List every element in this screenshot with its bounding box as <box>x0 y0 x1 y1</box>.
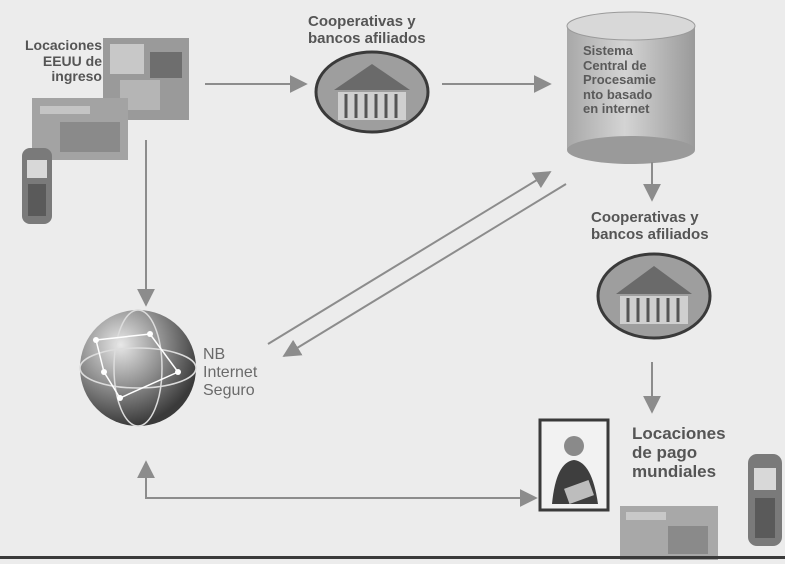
mobile-phone-icon <box>22 148 52 224</box>
mobile-phone-icon-right <box>748 454 782 546</box>
coop-top-label: Cooperativas y bancos afiliados <box>308 13 426 47</box>
coop-right-label: Cooperativas y bancos afiliados <box>591 209 709 243</box>
bank-building-icon <box>314 50 430 134</box>
flow-arrows <box>137 75 661 507</box>
arrow-network-to-central <box>267 171 552 345</box>
payout-locations-label: Locaciones de pago mundiales <box>632 424 726 482</box>
network-label: NB Internet Seguro <box>203 346 258 399</box>
bank-building-icon-right <box>596 252 712 340</box>
central-processing-cylinder <box>566 11 696 164</box>
bottom-divider <box>0 556 785 559</box>
arrow-network-payout-bidirectional <box>137 460 538 507</box>
arrow-central-to-network <box>282 183 567 357</box>
central-system-label: Sistema Central de Procesamie nto basado… <box>583 43 656 117</box>
globe-network-icon <box>79 309 197 427</box>
origin-locations-label: Locaciones EEUU de ingreso <box>24 37 102 85</box>
payout-agent-image <box>538 418 610 512</box>
payout-card-image <box>620 506 718 560</box>
